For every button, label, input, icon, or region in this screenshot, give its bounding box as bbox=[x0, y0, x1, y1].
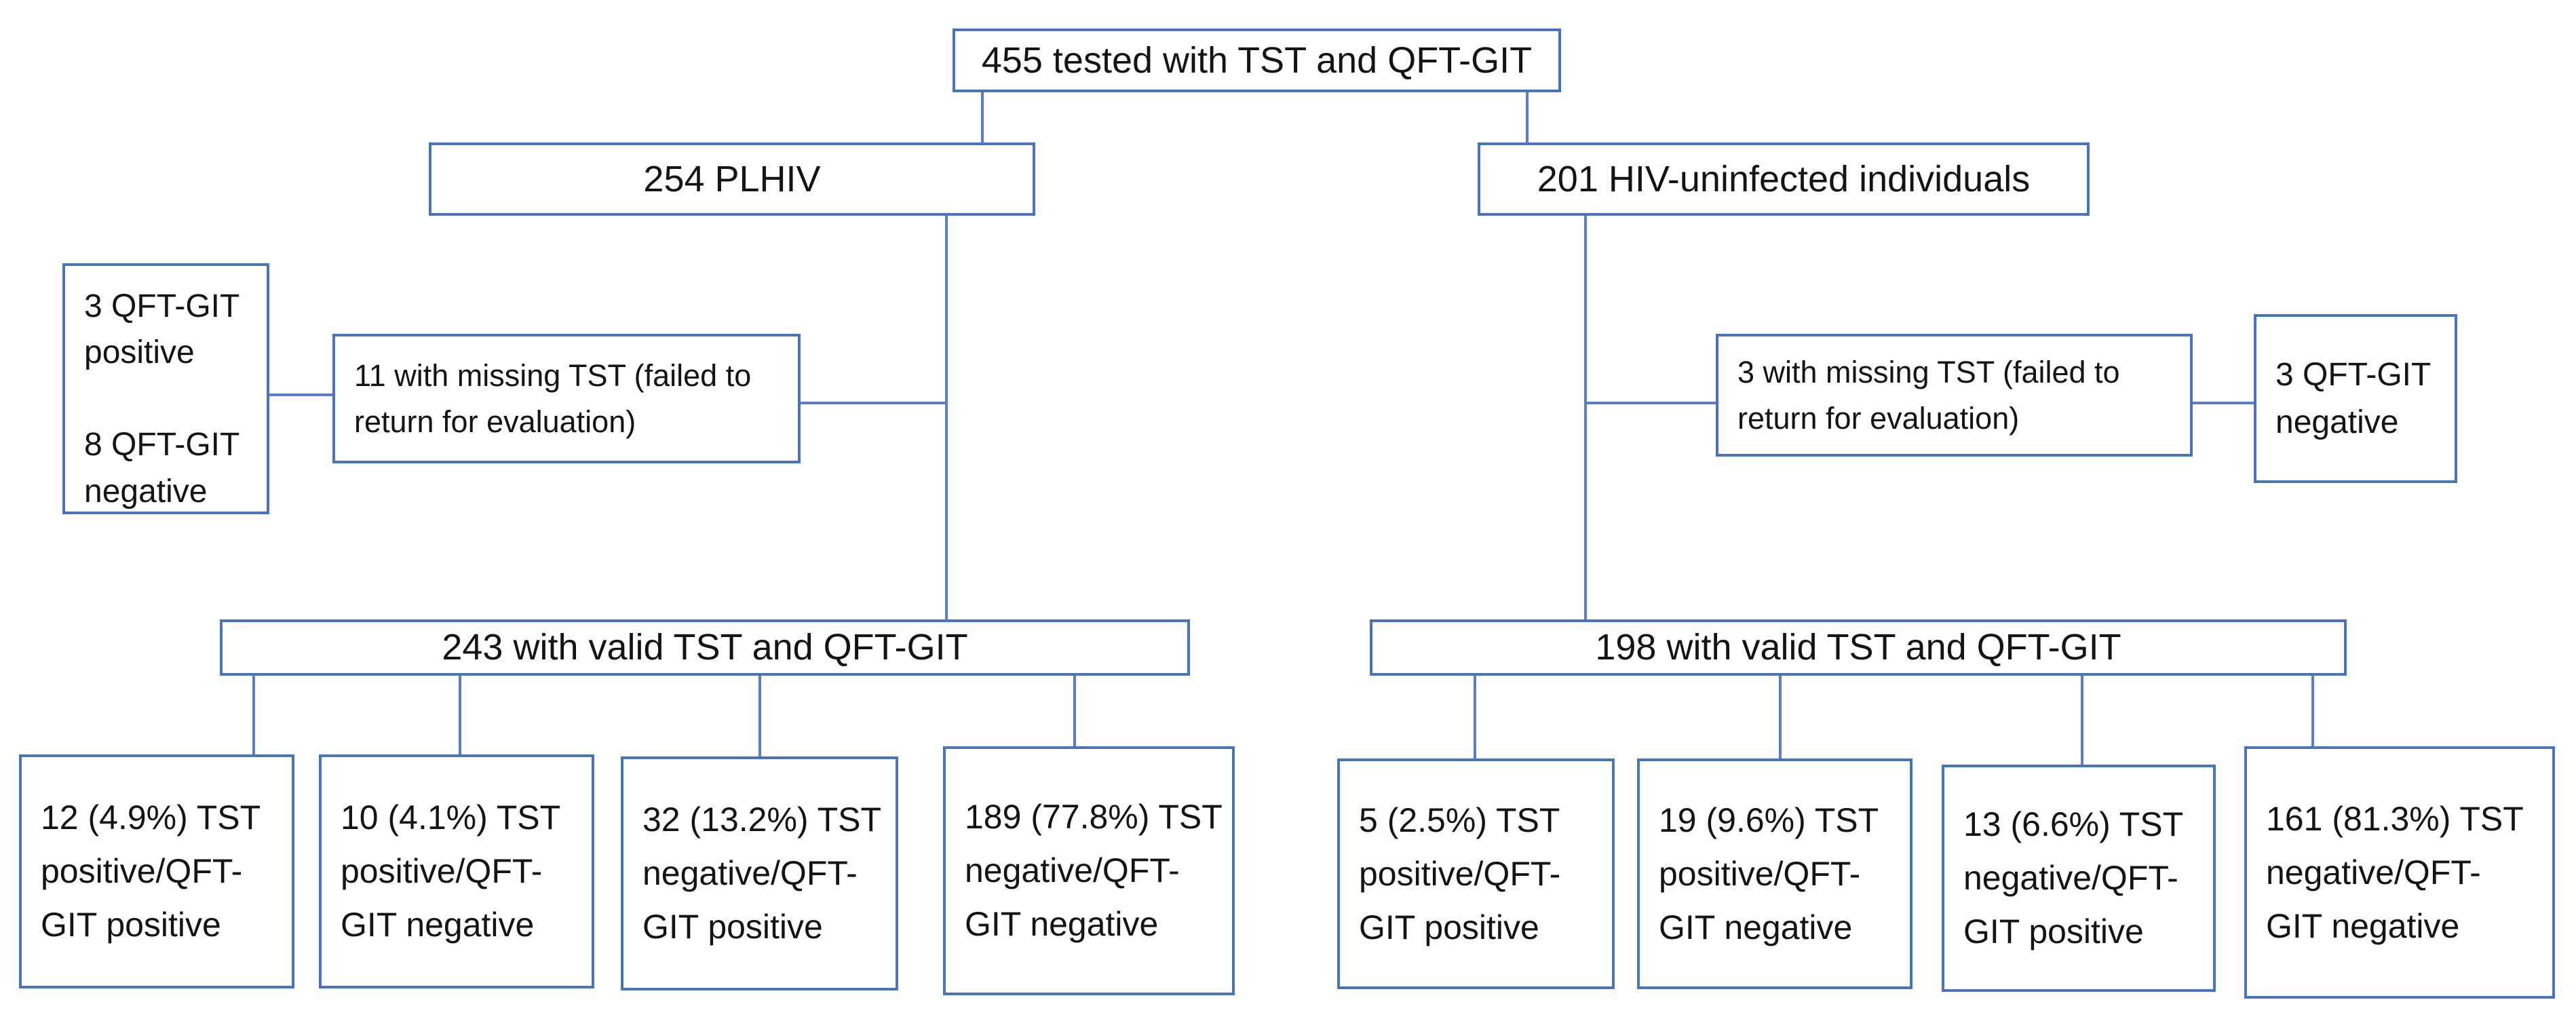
node-plhiv-tstneg-qftpos: 32 (13.2%) TST negative/QFT- GIT positiv… bbox=[621, 756, 898, 991]
node-455-tested: 455 tested with TST and QFT-GIT bbox=[953, 28, 1561, 92]
node-plhiv-tstpos-qftpos: 12 (4.9%) TST positive/QFT- GIT positive bbox=[19, 754, 294, 988]
node-hiv-tstpos-qftpos: 5 (2.5%) TST positive/QFT- GIT positive bbox=[1337, 758, 1615, 989]
connector-plhiv-missing-to-trunk bbox=[801, 402, 946, 404]
connector-hiv-missing-to-breakdown bbox=[2193, 402, 2254, 404]
node-hiv-tstneg-qftneg: 161 (81.3%) TST negative/QFT- GIT negati… bbox=[2244, 746, 2555, 999]
node-201-hiv-uninfected: 201 HIV-uninfected individuals bbox=[1478, 142, 2090, 216]
connector-198-to-outcome-3 bbox=[2081, 676, 2083, 765]
node-hiv-tstneg-qftpos: 13 (6.6%) TST negative/QFT- GIT positive bbox=[1942, 765, 2216, 992]
node-plhiv-tstneg-qftneg: 189 (77.8%) TST negative/QFT- GIT negati… bbox=[943, 746, 1235, 995]
node-plhiv-missing-tst: 11 with missing TST (failed to return fo… bbox=[332, 334, 801, 463]
connector-243-to-outcome-1 bbox=[252, 676, 255, 754]
connector-455-to-201 bbox=[1526, 92, 1529, 142]
connector-243-to-outcome-2 bbox=[459, 676, 461, 754]
connector-198-to-outcome-4 bbox=[2311, 676, 2314, 746]
connector-201-to-198-trunk bbox=[1584, 216, 1587, 619]
connector-243-to-outcome-4 bbox=[1073, 676, 1076, 746]
connector-243-to-outcome-3 bbox=[758, 676, 761, 756]
node-254-plhiv: 254 PLHIV bbox=[429, 142, 1035, 216]
node-plhiv-missing-qft-breakdown: 3 QFT-GIT positive 8 QFT-GIT negative bbox=[62, 263, 269, 514]
connector-198-to-outcome-2 bbox=[1779, 676, 1782, 758]
connector-hiv-trunk-to-missing bbox=[1585, 402, 1716, 404]
connector-198-to-outcome-1 bbox=[1474, 676, 1476, 758]
node-hiv-missing-tst: 3 with missing TST (failed to return for… bbox=[1716, 334, 2193, 457]
node-198-valid: 198 with valid TST and QFT-GIT bbox=[1370, 619, 2347, 676]
node-hiv-missing-qft-breakdown: 3 QFT-GIT negative bbox=[2254, 314, 2457, 483]
connector-455-to-254 bbox=[981, 92, 984, 142]
node-plhiv-tstpos-qftneg: 10 (4.1%) TST positive/QFT- GIT negative bbox=[319, 754, 594, 988]
connector-254-to-243-trunk bbox=[945, 216, 948, 619]
node-243-valid: 243 with valid TST and QFT-GIT bbox=[220, 619, 1190, 676]
connector-plhiv-breakdown-to-missing bbox=[269, 393, 332, 396]
node-hiv-tstpos-qftneg: 19 (9.6%) TST positive/QFT- GIT negative bbox=[1637, 758, 1912, 989]
